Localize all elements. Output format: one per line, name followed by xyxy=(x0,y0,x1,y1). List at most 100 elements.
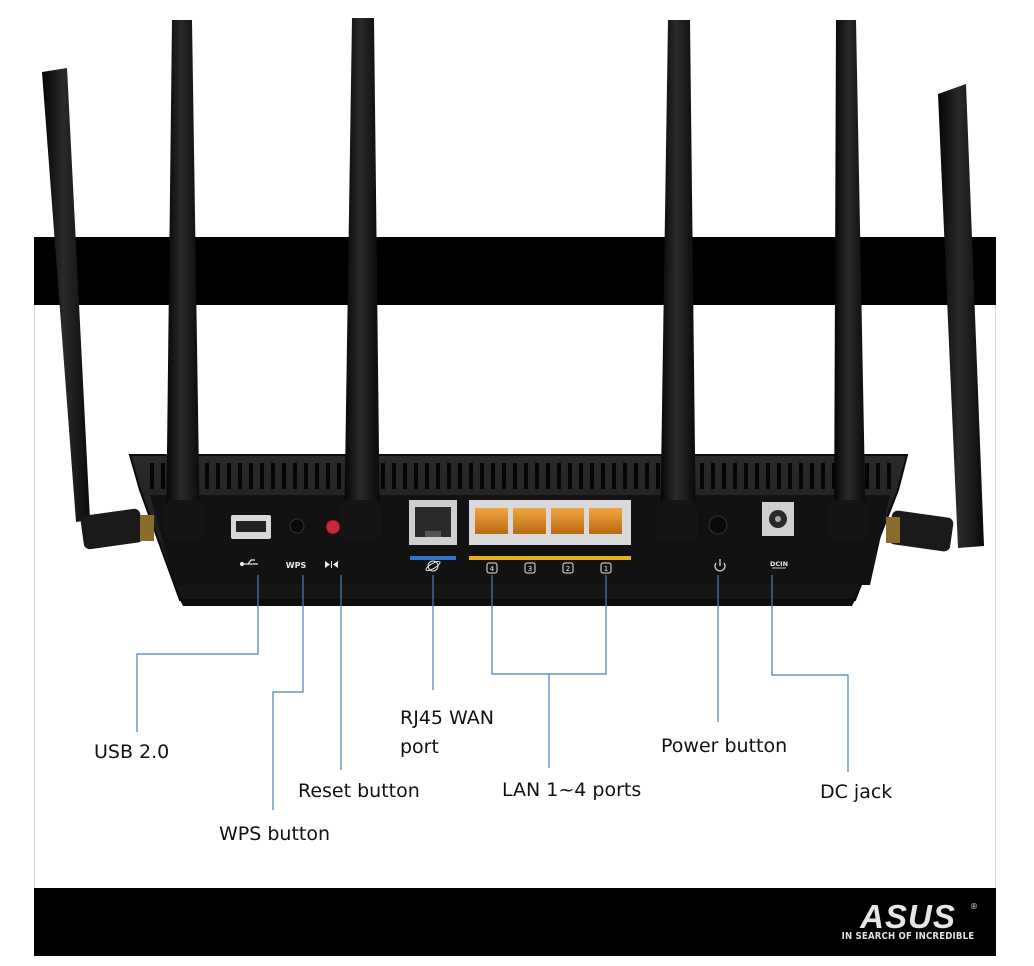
vent-slot xyxy=(205,463,209,489)
vent-slot xyxy=(777,463,781,489)
vent-slot xyxy=(568,463,572,489)
vent-slot xyxy=(513,463,517,489)
leader-wps xyxy=(272,575,304,810)
vent-slot xyxy=(458,463,462,489)
vent-slot xyxy=(733,463,737,489)
registered-mark-icon: ® xyxy=(970,902,978,911)
lan-port-1 xyxy=(589,508,622,534)
vent-slot xyxy=(711,463,715,489)
lan-mark-3: 3 xyxy=(528,565,532,573)
vent-slot xyxy=(469,463,473,489)
vent-slot xyxy=(700,463,704,489)
label-power: Power button xyxy=(661,735,788,757)
wan-accent-line xyxy=(410,556,456,560)
vent-slot xyxy=(656,463,660,489)
vent-slot xyxy=(634,463,638,489)
vent-slot xyxy=(755,463,759,489)
vent-slot xyxy=(810,463,814,489)
antenna-6 xyxy=(886,84,984,552)
dc-jack-shape xyxy=(762,502,794,536)
lan-mark-box xyxy=(562,562,574,574)
lan-port-4 xyxy=(475,508,508,534)
antenna-4 xyxy=(656,20,698,542)
vent-slot xyxy=(766,463,770,489)
vent-slot xyxy=(447,463,451,489)
vent-slot xyxy=(161,463,165,489)
vent-slot xyxy=(524,463,528,489)
vent-slot xyxy=(865,463,869,489)
leader-usb xyxy=(136,575,259,732)
vent-slot xyxy=(546,463,550,489)
logo-wordmark: ASUS xyxy=(860,898,956,935)
frame-border xyxy=(34,237,996,956)
vent-slot xyxy=(502,463,506,489)
wps-mark: WPS xyxy=(286,561,307,570)
label-wan: RJ45 WAN port xyxy=(400,707,494,758)
vent-slot xyxy=(535,463,539,489)
vent-slot xyxy=(337,463,341,489)
vent-slot xyxy=(436,463,440,489)
vent-slot xyxy=(381,463,385,489)
vent-slot xyxy=(744,463,748,489)
label-lan: LAN 1~4 ports xyxy=(502,779,642,801)
vent-slot xyxy=(601,463,605,489)
lan-accent-line xyxy=(469,556,631,560)
internet-globe-icon xyxy=(425,560,441,572)
vent-slot xyxy=(876,463,880,489)
lan-mark-1: 1 xyxy=(604,565,608,573)
vent-slot xyxy=(227,463,231,489)
brand-tagline: IN SEARCH OF INCREDIBLE xyxy=(841,931,975,942)
label-wps: WPS button xyxy=(219,823,331,845)
label-usb: USB 2.0 xyxy=(94,741,170,763)
reset-symbol-icon xyxy=(325,561,338,568)
vent-slot xyxy=(293,463,297,489)
vent-slot xyxy=(887,463,891,489)
power-button-shape xyxy=(708,515,728,535)
wan-port xyxy=(409,500,457,545)
label-reset: Reset button xyxy=(298,780,420,802)
leader-dc xyxy=(771,575,849,772)
vent-slot xyxy=(491,463,495,489)
lan-mark-2: 2 xyxy=(566,565,570,573)
lan-mark-box xyxy=(600,562,612,574)
lan-mark-box xyxy=(524,562,536,574)
vent-slot xyxy=(150,463,154,489)
vent-slot xyxy=(645,463,649,489)
leader-lines xyxy=(136,575,849,810)
vent-slot xyxy=(623,463,627,489)
vent-slot xyxy=(799,463,803,489)
vent-slot xyxy=(425,463,429,489)
vent-slot xyxy=(238,463,242,489)
vent-slot xyxy=(271,463,275,489)
wps-button-shape xyxy=(289,518,305,534)
antenna-1 xyxy=(42,68,154,550)
vent-slot xyxy=(315,463,319,489)
vent-slot xyxy=(557,463,561,489)
vent-slot xyxy=(304,463,308,489)
vent-slot xyxy=(414,463,418,489)
lan-port-2 xyxy=(551,508,584,534)
vent-slot xyxy=(282,463,286,489)
asus-logo: ASUS ® IN SEARCH OF INCREDIBLE xyxy=(838,900,978,946)
vent-slot xyxy=(832,463,836,489)
antenna-3 xyxy=(340,18,382,542)
vent-slot xyxy=(249,463,253,489)
lan-mark-4: 4 xyxy=(490,565,495,573)
vent-slot xyxy=(788,463,792,489)
dcin-mark: DCIN xyxy=(770,560,788,568)
usb-symbol-icon xyxy=(239,559,258,567)
reset-button-shape xyxy=(325,519,341,535)
lan-port-block xyxy=(469,500,631,545)
power-symbol-icon xyxy=(714,559,726,572)
vent-slot xyxy=(392,463,396,489)
label-dc: DC jack xyxy=(820,781,893,803)
vent-slot xyxy=(612,463,616,489)
lan-port-3 xyxy=(513,508,546,534)
antenna-5 xyxy=(828,20,868,542)
vent-slot xyxy=(821,463,825,489)
bottom-black-band xyxy=(34,888,996,956)
vent-slot xyxy=(260,463,264,489)
vent-slot xyxy=(579,463,583,489)
